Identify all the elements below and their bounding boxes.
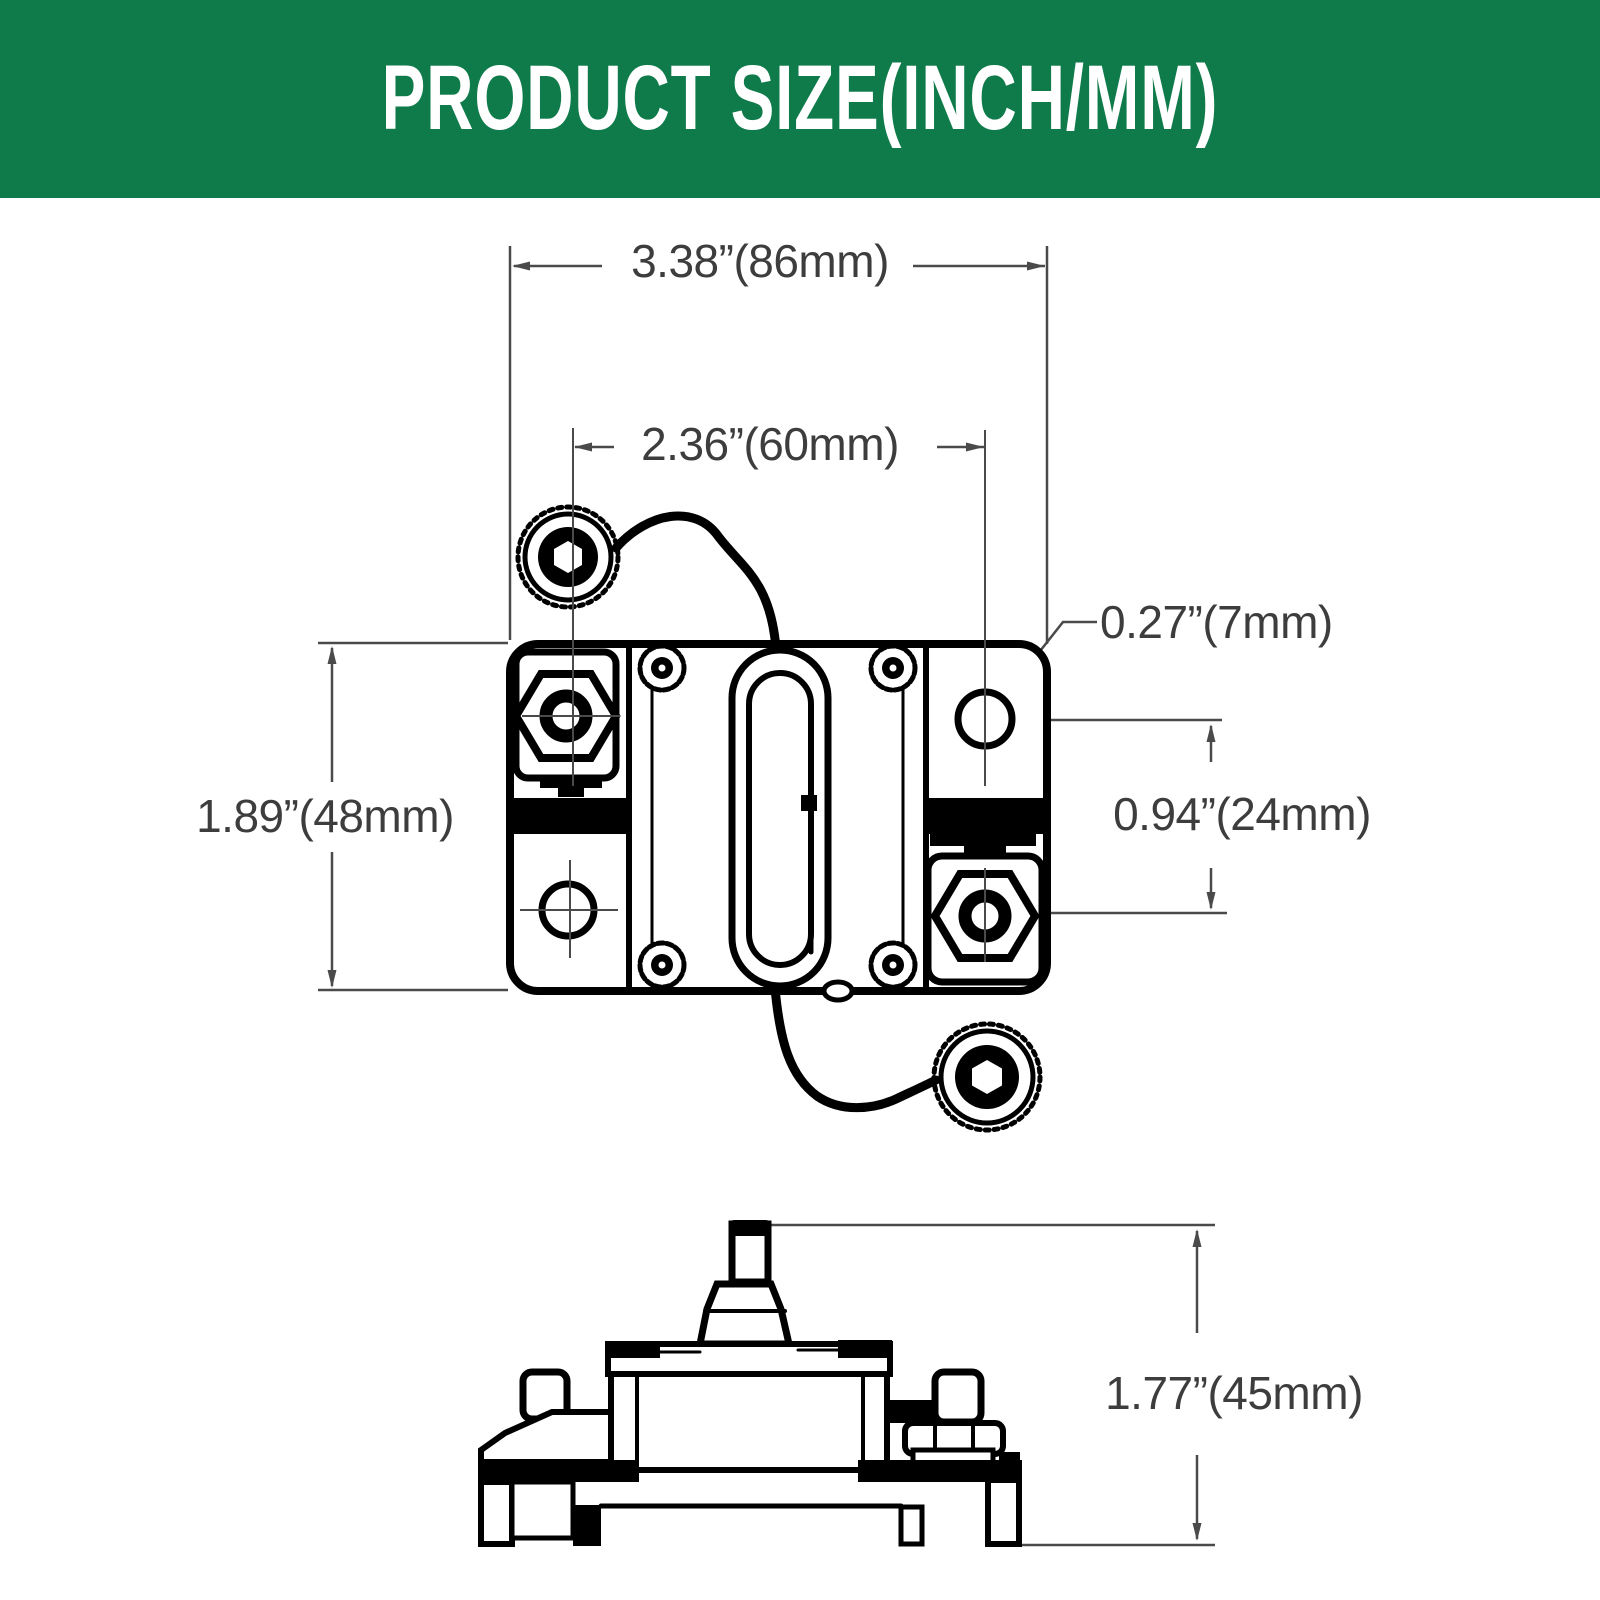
dim-mounting-width: 2.36”(60mm) [641, 418, 899, 470]
side-body [608, 1371, 890, 1473]
base-foot-right-inner [898, 1504, 925, 1547]
screw-bottom-right [868, 940, 918, 990]
dim-hole-to-stud-offset: 0.94”(24mm) [1113, 788, 1371, 840]
base-foot-right-outer [985, 1477, 1022, 1547]
wire-anchor-blob [821, 979, 855, 1003]
terminal-cap-bottom-right [931, 1021, 1043, 1133]
dim-hole-diameter: 0.27”(7mm) [1100, 596, 1333, 648]
dim-overall-width: 3.38”(86mm) [631, 235, 889, 287]
left-wing [478, 1409, 614, 1465]
right-ear [931, 1368, 985, 1426]
dim-overall-height: 1.89”(48mm) [196, 790, 454, 842]
header-banner: PRODUCT SIZE(INCH/MM) [0, 0, 1600, 198]
dimension-arrowheads [327, 261, 1216, 1541]
stud-terminal-bottom-right [924, 852, 1046, 986]
right-jagged-plate-edge [930, 834, 1036, 856]
base-foot-left-outer [478, 1479, 515, 1547]
terminal-cap-top-left [515, 504, 621, 610]
breaker-top-view [506, 504, 1051, 1133]
terminal-cap-wire-top [611, 511, 781, 653]
centerlines [520, 428, 986, 962]
reset-lever-slot [728, 646, 832, 990]
base-left-inner [509, 1479, 576, 1541]
corner-screws [637, 643, 918, 990]
right-band [926, 798, 1045, 834]
reset-plunger [695, 1280, 794, 1348]
terminal-cap-wire-bottom [770, 983, 941, 1113]
screw-top-left [637, 643, 687, 693]
dimension-lines [318, 246, 1227, 1547]
left-band [513, 798, 629, 834]
breaker-side-view [478, 1220, 1022, 1547]
left-jagged-plate-edge [540, 779, 602, 797]
page-title: PRODUCT SIZE(INCH/MM) [381, 47, 1219, 150]
dim-profile-height: 1.77”(45mm) [1105, 1367, 1363, 1419]
screw-top-right [868, 643, 918, 693]
screw-bottom-left [637, 940, 687, 990]
